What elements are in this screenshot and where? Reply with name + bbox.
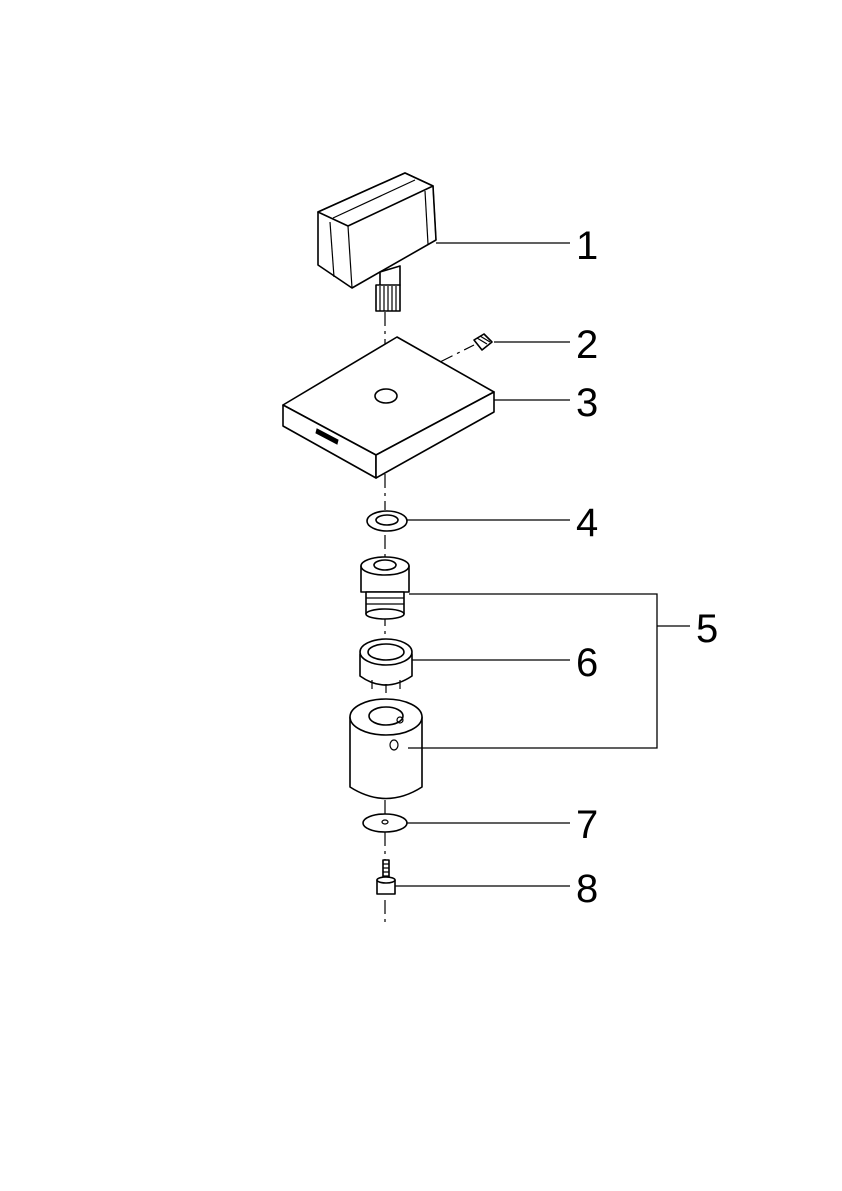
part-6-union-nut [359, 638, 413, 693]
callout-2: 2 [576, 323, 598, 367]
part-4-ring [366, 510, 408, 532]
part-3-cover-plate [282, 336, 495, 479]
callout-1: 1 [576, 224, 598, 268]
part-5-sleeve [349, 698, 423, 800]
part-1-handle [317, 172, 437, 312]
callout-6: 6 [576, 641, 598, 685]
callout-7: 7 [576, 803, 598, 847]
part-5-adapter [360, 556, 410, 620]
part-8-screw [376, 859, 396, 895]
callout-8: 8 [576, 867, 598, 911]
callout-4: 4 [576, 501, 598, 545]
callout-5: 5 [696, 607, 718, 651]
leader-lines [395, 242, 690, 887]
callout-3: 3 [576, 381, 598, 425]
part-2-setscrew [473, 333, 493, 351]
part-7-washer [362, 813, 408, 833]
